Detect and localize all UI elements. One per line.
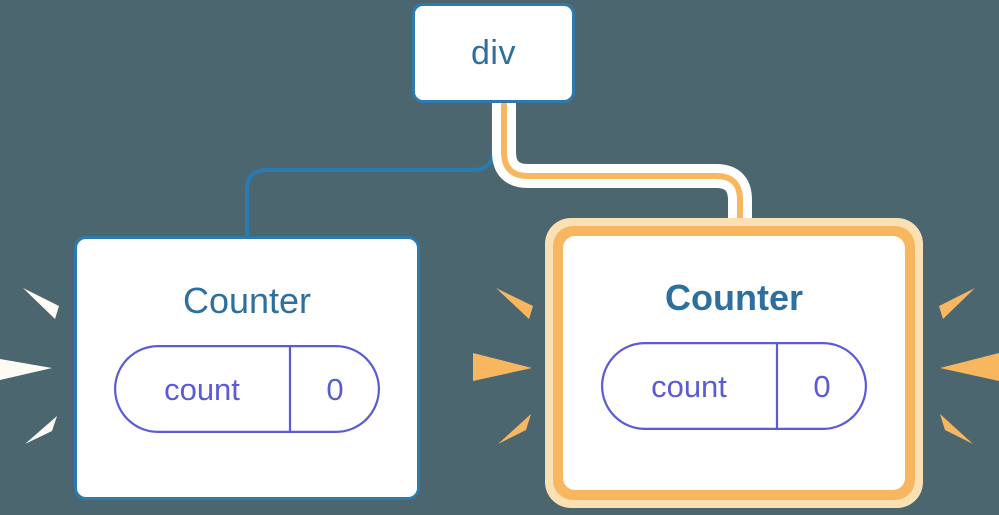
state-key-left: count <box>164 371 240 407</box>
sparkle-ray <box>23 288 59 319</box>
sparkle-ray <box>25 416 57 444</box>
node-counter-right-label: Counter <box>665 277 803 318</box>
node-counter-right[interactable]: Counter count 0 <box>563 236 905 490</box>
node-div-label: div <box>471 34 516 72</box>
state-value-right: 0 <box>813 368 831 404</box>
sparkle-ray <box>939 288 975 319</box>
state-key-right: count <box>651 368 727 404</box>
sparkle-ray <box>473 353 532 381</box>
node-counter-right-highlight-ring: Counter count 0 <box>553 226 915 500</box>
node-counter-left-label: Counter <box>182 280 312 321</box>
state-pill-left-shape <box>114 345 380 433</box>
state-value-left: 0 <box>326 371 344 407</box>
state-pill-right: count 0 <box>601 342 867 430</box>
node-counter-left[interactable]: Counter count 0 <box>74 236 420 500</box>
sparkle-ray <box>498 414 531 444</box>
edge-root-to-right <box>501 103 743 232</box>
sparkle-ray <box>940 414 973 444</box>
sparkle-ray <box>940 353 999 381</box>
node-counter-right-highlight-glow: Counter count 0 <box>545 218 923 508</box>
edge-root-to-left <box>245 103 495 236</box>
node-div[interactable]: div <box>412 3 575 103</box>
sparkle-ray <box>496 288 533 319</box>
state-pill-right-shape <box>601 342 867 430</box>
state-pill-left: count 0 <box>114 345 380 433</box>
sparkle-ray <box>0 359 52 380</box>
